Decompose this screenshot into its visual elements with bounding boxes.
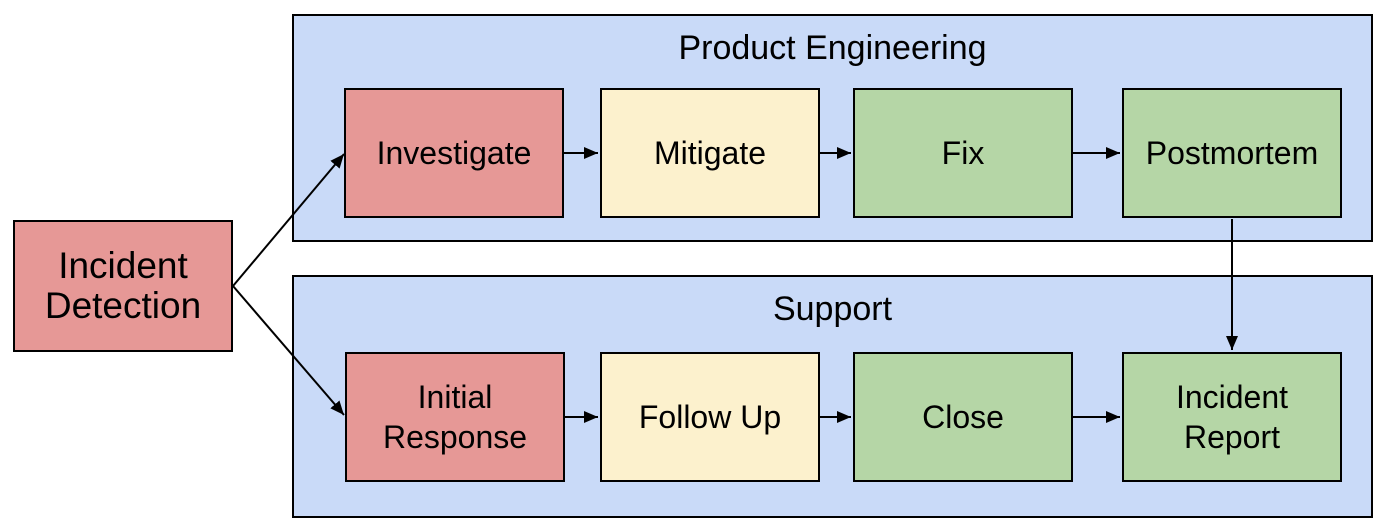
node-initial-response: Initial Response xyxy=(345,352,565,482)
node-fix: Fix xyxy=(853,88,1073,218)
node-fix-label: Fix xyxy=(941,135,985,171)
node-mitigate-label: Mitigate xyxy=(653,135,767,171)
node-close-label: Close xyxy=(922,399,1004,435)
node-follow-up: Follow Up xyxy=(600,352,820,482)
node-incident-detection: Incident Detection xyxy=(13,220,233,352)
lane-title-support: Support xyxy=(772,290,893,328)
node-postmortem-label: Postmortem xyxy=(1145,135,1319,171)
node-incident-report: Incident Report xyxy=(1122,352,1342,482)
node-incident-detection-label: Incident Detection xyxy=(44,245,202,326)
lane-title-product-engineering: Product Engineering xyxy=(678,29,987,67)
node-mitigate: Mitigate xyxy=(600,88,820,218)
node-incident-report-label: Incident Report xyxy=(1175,379,1289,455)
node-close: Close xyxy=(853,352,1073,482)
node-postmortem: Postmortem xyxy=(1122,88,1342,218)
node-investigate: Investigate xyxy=(344,88,564,218)
node-follow-up-label: Follow Up xyxy=(638,399,782,435)
node-investigate-label: Investigate xyxy=(376,135,532,171)
node-initial-response-label: Initial Response xyxy=(382,379,528,455)
